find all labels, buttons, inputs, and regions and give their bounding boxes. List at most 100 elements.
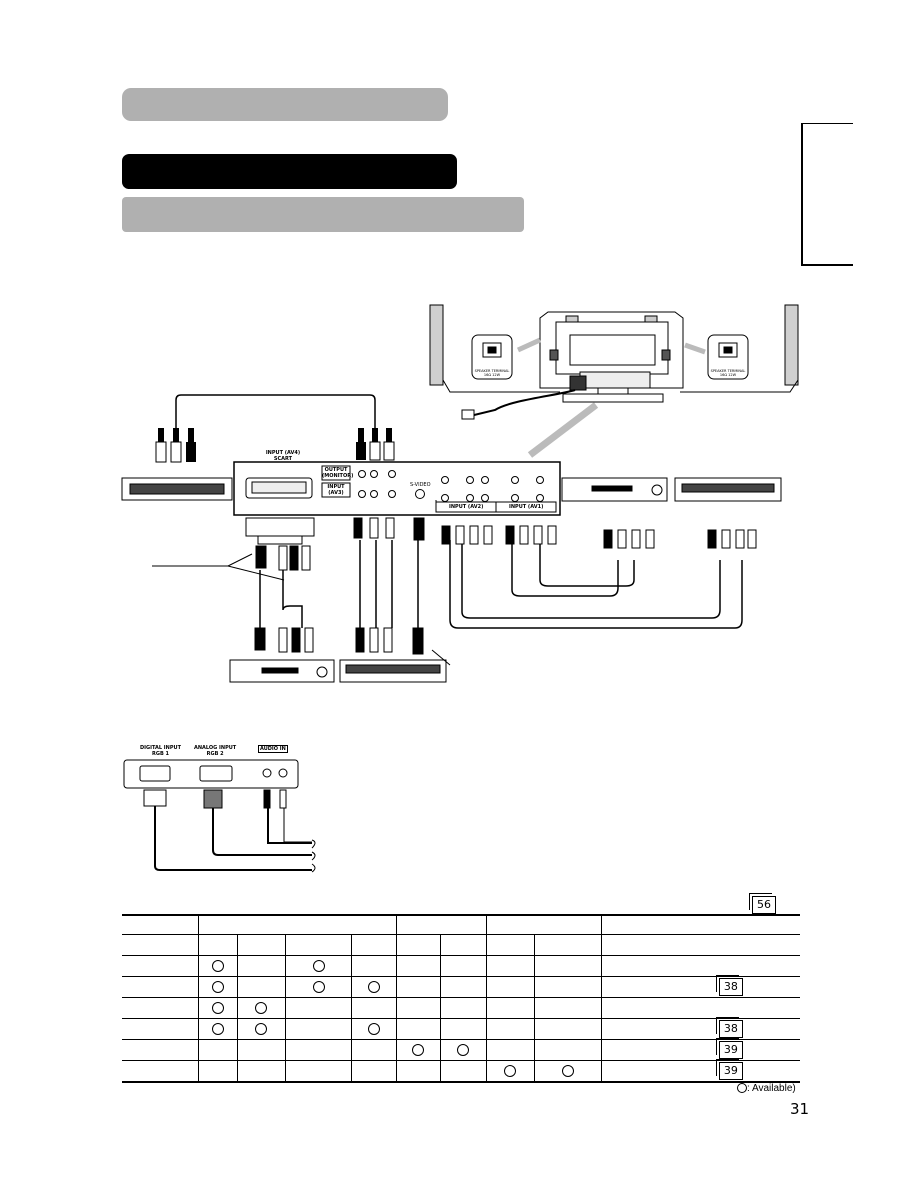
table-cell (237, 1039, 287, 1061)
table-cell (122, 955, 200, 977)
monitor-back (539, 311, 684, 403)
table-cell (534, 1039, 602, 1061)
table-cell (396, 1018, 441, 1040)
speaker-warning-right: SPEAKER TERMINAL 16Ω 12W (710, 369, 746, 377)
table-cell (534, 1060, 602, 1083)
table-cell (122, 976, 200, 998)
table-cell (396, 976, 441, 998)
table-row: 38 (122, 1017, 800, 1040)
table-note-cell (601, 955, 800, 977)
available-circle-icon (255, 1023, 268, 1035)
table-cell (486, 934, 536, 956)
table-note-cell: 39 (601, 1038, 800, 1061)
vcr-right (674, 477, 782, 502)
table-row: 39 (122, 1059, 800, 1083)
table-cell (122, 934, 200, 956)
table-cell (351, 1018, 397, 1040)
table-cell (122, 1060, 200, 1083)
table-cell (285, 934, 353, 956)
table-cell (237, 934, 287, 956)
table-cell (534, 997, 602, 1019)
rca-plugs-output (356, 428, 395, 461)
table-cell (534, 934, 602, 956)
table-cell (351, 934, 397, 956)
table-row: 39 (122, 1038, 800, 1061)
table-row (122, 934, 800, 956)
table-cell (486, 1039, 536, 1061)
speaker-terminal-callout-right (707, 334, 749, 380)
right-speaker (784, 304, 799, 386)
table-cell (285, 955, 353, 977)
legend: : Available) (737, 1083, 796, 1094)
svideo-label: S-VIDEO (410, 482, 431, 488)
vcr-top-left (121, 477, 233, 501)
input-av1-label: INPUT (AV1) (509, 504, 544, 510)
available-circle-icon (457, 1044, 470, 1056)
table-cell (440, 1039, 487, 1061)
zoom-arrow-to-panel (527, 402, 599, 458)
table-note-cell: 38 (601, 975, 800, 998)
table-row (122, 997, 800, 1019)
table-cell (440, 934, 487, 956)
table-cell (396, 1039, 441, 1061)
table-cell (440, 1018, 487, 1040)
available-circle-icon (211, 981, 224, 993)
speaker-warning-left: SPEAKER TERMINAL 16Ω 12W (474, 369, 510, 377)
page-reference-icon: 38 (715, 1017, 743, 1038)
table-cell (285, 1018, 353, 1040)
table-cell (351, 1039, 397, 1061)
table-cell (122, 997, 200, 1019)
callout-arrow-right (684, 342, 706, 355)
table-cell (285, 997, 353, 1019)
page-reference-icon: 38 (715, 975, 743, 996)
input-av3-label: INPUT (AV3) (327, 484, 345, 496)
table-cell (198, 1060, 238, 1083)
available-circle-icon (211, 960, 224, 972)
section-heading-bar-3 (122, 197, 524, 232)
table-cell (396, 934, 441, 956)
available-circle-icon (312, 960, 325, 972)
page-reference-icon: 39 (715, 1059, 743, 1080)
table-cell (534, 955, 602, 977)
available-circle-icon (255, 1002, 268, 1014)
table-cell (198, 1039, 238, 1061)
table-cell (396, 1060, 441, 1083)
power-cord (469, 389, 576, 417)
input-av2-label: INPUT (AV2) (449, 504, 484, 510)
table-header-cell (486, 914, 602, 935)
table-cell (440, 997, 487, 1019)
lower-plugs (254, 627, 424, 655)
table-cell (440, 976, 487, 998)
table-cell (486, 976, 536, 998)
table-cell (486, 1060, 536, 1083)
table-cell (285, 976, 353, 998)
table-header-cell (122, 914, 200, 935)
table-note-cell: 39 (601, 1059, 800, 1083)
page-number: 31 (790, 1100, 810, 1118)
table-cell (198, 955, 238, 977)
table-cell (351, 1060, 397, 1083)
table-cell (198, 976, 238, 998)
left-speaker (429, 304, 444, 386)
table-cell (486, 955, 536, 977)
side-tab-marker (801, 123, 853, 266)
section-heading-bar-1 (122, 88, 448, 121)
available-circle-icon (211, 1023, 224, 1035)
table-cell (237, 1060, 287, 1083)
table-header-cell (198, 914, 397, 935)
available-circle-icon (367, 981, 380, 993)
table-cell (122, 1018, 200, 1040)
rca-plugs-left (155, 428, 196, 463)
plug-row-av2-av1 (353, 517, 757, 549)
table-row (122, 955, 800, 977)
page-reference-icon: 39 (715, 1038, 743, 1059)
table-cell (396, 955, 441, 977)
top-page-ref: 56 (749, 893, 776, 914)
table-cell (237, 997, 287, 1019)
audio-in-label: AUDIO IN (258, 745, 288, 753)
callout-arrow-left (516, 337, 542, 353)
available-circle-icon (504, 1065, 517, 1077)
digital-input-label: DIGITAL INPUT RGB 1 (140, 745, 181, 757)
table-cell (198, 1018, 238, 1040)
